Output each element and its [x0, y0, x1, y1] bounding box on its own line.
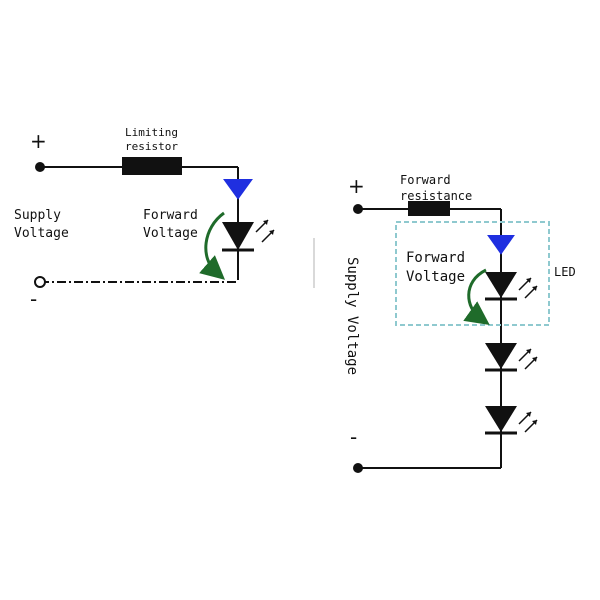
left-circuit: + Limiting resistor Forward Voltage Supp…	[14, 126, 275, 311]
right-supply-label: Supply Voltage	[344, 257, 360, 375]
right-led-2-icon	[485, 343, 538, 372]
right-plus-sign: +	[348, 174, 365, 198]
left-supply-label-line1: Supply	[14, 208, 61, 223]
left-led-icon	[222, 219, 275, 252]
right-led-1-icon	[485, 272, 538, 301]
right-negative-terminal	[353, 463, 363, 473]
left-supply-label-line2: Voltage	[14, 226, 69, 241]
left-resistor-label-line2: resistor	[125, 140, 178, 153]
left-minus-sign: -	[30, 287, 37, 311]
right-resistor-label-line1: Forward	[400, 173, 451, 187]
left-negative-terminal	[34, 276, 46, 288]
right-led-3-icon	[485, 406, 538, 435]
right-forward-label-line2: Voltage	[406, 269, 465, 285]
right-forward-label-line1: Forward	[406, 250, 465, 266]
left-limiting-resistor	[122, 157, 182, 175]
right-circuit: + Forward resistance LED Forward Voltage	[344, 173, 576, 473]
left-plus-sign: +	[30, 129, 47, 153]
right-forward-resistance	[408, 201, 450, 216]
right-resistor-label-line2: resistance	[400, 189, 472, 203]
right-led-highlight-box	[395, 221, 550, 326]
left-forward-voltage-arrow-icon	[199, 211, 226, 280]
left-resistor-label-line1: Limiting	[125, 126, 178, 139]
left-forward-label-line2: Voltage	[143, 226, 198, 241]
right-forward-voltage-arrow-icon	[463, 268, 490, 325]
right-led-label: LED	[554, 265, 576, 279]
right-current-arrow-icon	[487, 235, 515, 255]
left-current-arrow-icon	[223, 179, 253, 200]
left-forward-label-line1: Forward	[143, 208, 198, 223]
right-minus-sign: -	[350, 425, 357, 449]
